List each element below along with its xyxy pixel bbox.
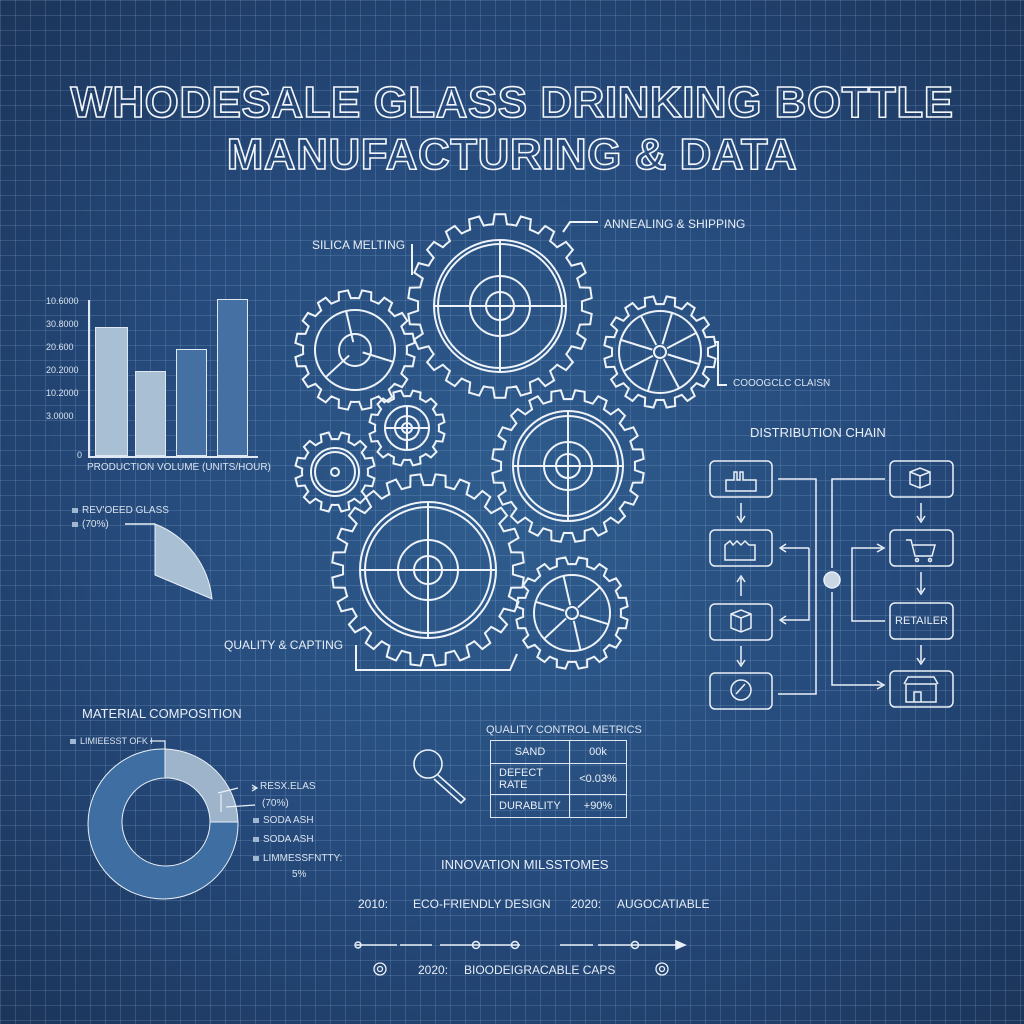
y-axis [88, 300, 90, 457]
label-quality-capting: QUALITY & CAPTING [224, 638, 344, 652]
qc-row: DURABLITY +90% [490, 794, 627, 818]
bar-2 [135, 371, 166, 456]
legend-swatch [72, 521, 78, 527]
legend-swatch [253, 836, 259, 842]
qc-title: QUALITY CONTROL METRICS [486, 724, 642, 736]
bar-4 [217, 299, 248, 456]
legend-resx: RESX.ELAS [260, 781, 316, 792]
milestone-year: 2020: [571, 897, 602, 911]
milestone-year: 2020: [418, 963, 449, 977]
retailer-node: RETAILER [895, 615, 948, 627]
legend-top-label: LIMIEESST OFK I [80, 736, 153, 746]
y-tick: 10.2000 [46, 388, 79, 398]
recycled-pct-legend: (70%) [72, 519, 109, 530]
qc-metric: SAND [490, 740, 570, 764]
milestones-title: INNOVATION MILSSTOMES [441, 857, 609, 872]
qc-value: 00k [569, 740, 627, 764]
qc-metric: DURABLITY [490, 794, 570, 818]
recycled-pct: (70%) [82, 519, 109, 530]
recycled-label: REV'OEED GLASS [82, 505, 169, 516]
production-volume-chart: 10.6000 30.8000 20.600 20.2000 10.2000 3… [30, 290, 271, 473]
page-title-line-2: MANUFACTURING & DATA [226, 129, 798, 180]
x-axis [88, 456, 258, 458]
milestone-text: AUGOCATIABLE [617, 897, 710, 911]
milestone-text: ECO-FRIENDLY DESIGN [413, 897, 551, 911]
milestone-text: BIOODEIGRACABLE CAPS [464, 963, 616, 977]
legend-resx-pct: (70%) [262, 798, 289, 809]
x-axis-label: PRODUCTION VOLUME (UNITS/HOUR) [87, 462, 271, 473]
legend-swatch [253, 817, 259, 823]
legend-soda-ash-2: SODA ASH [253, 834, 314, 845]
y-tick: 0 [77, 450, 83, 460]
page-title-line-1: WHODESALE GLASS DRINKING BOTTLE [70, 77, 954, 128]
legend-top: LIMIEESST OFK I [70, 736, 153, 746]
qc-row: DEFECT RATE <0.03% [490, 763, 627, 795]
legend-soda-ash-1: SODA ASH [253, 815, 314, 826]
legend-swatch [253, 855, 259, 861]
legend-swatch [72, 507, 78, 513]
milestone-year: 2010: [358, 897, 389, 911]
qc-table: SAND 00k DEFECT RATE <0.03% DURABLITY +9… [490, 740, 627, 818]
bar-1 [95, 327, 128, 456]
qc-value: +90% [569, 794, 627, 818]
distribution-chain-title: DISTRIBUTION CHAIN [750, 425, 886, 440]
bar-3 [176, 349, 207, 456]
label-cooling-chain: COOOGCLC CLAISN [733, 378, 831, 389]
material-composition-title: MATERIAL COMPOSITION [82, 706, 242, 721]
legend-swatch [70, 739, 76, 745]
qc-value: <0.03% [569, 763, 627, 795]
label-silica-melting: SILICA MELTING [312, 238, 406, 252]
legend-limestone: LIMMESSFNTTY: [253, 853, 342, 864]
y-tick: 20.2000 [46, 365, 79, 375]
y-tick: 10.6000 [46, 296, 79, 306]
y-tick: 20.600 [46, 342, 74, 352]
recycled-legend: REV'OEED GLASS [72, 505, 169, 516]
bars-area [90, 290, 260, 456]
label-annealing-shipping: ANNEALING & SHIPPING [604, 217, 746, 231]
y-tick: 3.0000 [46, 411, 74, 421]
legend-limestone-pct: 5% [292, 869, 307, 880]
y-tick: 30.8000 [46, 319, 79, 329]
qc-row: SAND 00k [490, 740, 627, 764]
qc-metric: DEFECT RATE [490, 763, 570, 795]
